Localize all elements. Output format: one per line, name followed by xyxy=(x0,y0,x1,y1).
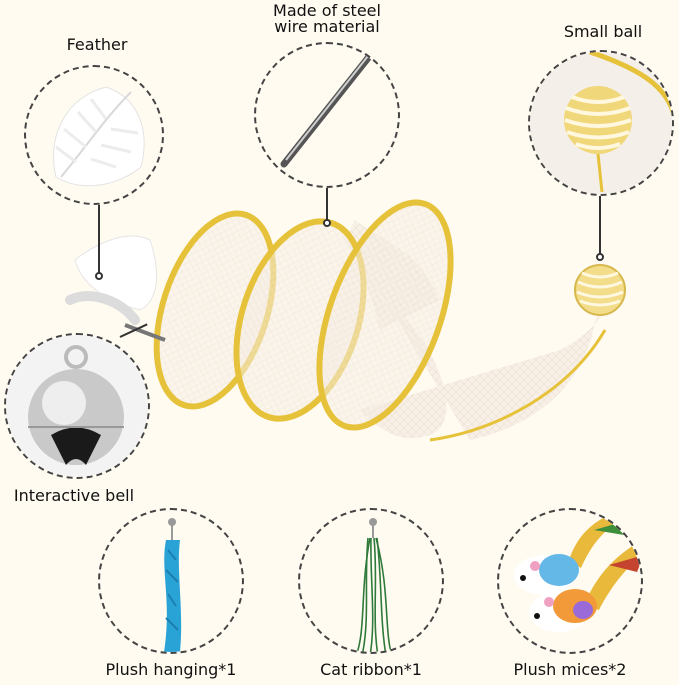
bell-label: Interactive bell xyxy=(13,486,135,505)
steel-wire-leader-dot xyxy=(323,219,331,227)
small-ball-leader-dot xyxy=(596,253,604,261)
small-ball-label: Small ball xyxy=(563,22,643,41)
bell-detail-circle xyxy=(4,333,150,479)
plush-mice-icon xyxy=(514,515,641,632)
cat-ribbon-icon xyxy=(356,518,392,652)
feather-label: Feather xyxy=(66,35,128,54)
steel-wire-detail-circle xyxy=(254,42,400,188)
small-ball-detail-circle xyxy=(528,50,674,196)
cat-ribbon-detail-circle xyxy=(298,508,444,654)
feather-icon xyxy=(52,86,145,187)
steel-wire-label-line1: Made of steel xyxy=(273,1,381,20)
plush-hanging-label: Plush hanging*1 xyxy=(105,660,237,679)
plush-mice-detail-circle xyxy=(497,508,643,654)
plush-mice-label: Plush mices*2 xyxy=(513,660,627,679)
small-ball-leader-line xyxy=(599,196,601,256)
feather-leader-dot xyxy=(95,272,103,280)
feather-leader-line xyxy=(98,205,100,275)
feather-detail-circle xyxy=(24,65,164,205)
cat-ribbon-label: Cat ribbon*1 xyxy=(320,660,422,679)
sisal-ball-icon xyxy=(530,52,672,194)
bell-icon xyxy=(6,335,148,477)
steel-wire-label-line2: wire material xyxy=(274,17,380,36)
plush-hanging-detail-circle xyxy=(98,508,244,654)
plush-hanging-icon xyxy=(164,518,182,652)
steel-wire-leader-line xyxy=(326,188,328,223)
steel-wire-icon xyxy=(280,54,372,168)
